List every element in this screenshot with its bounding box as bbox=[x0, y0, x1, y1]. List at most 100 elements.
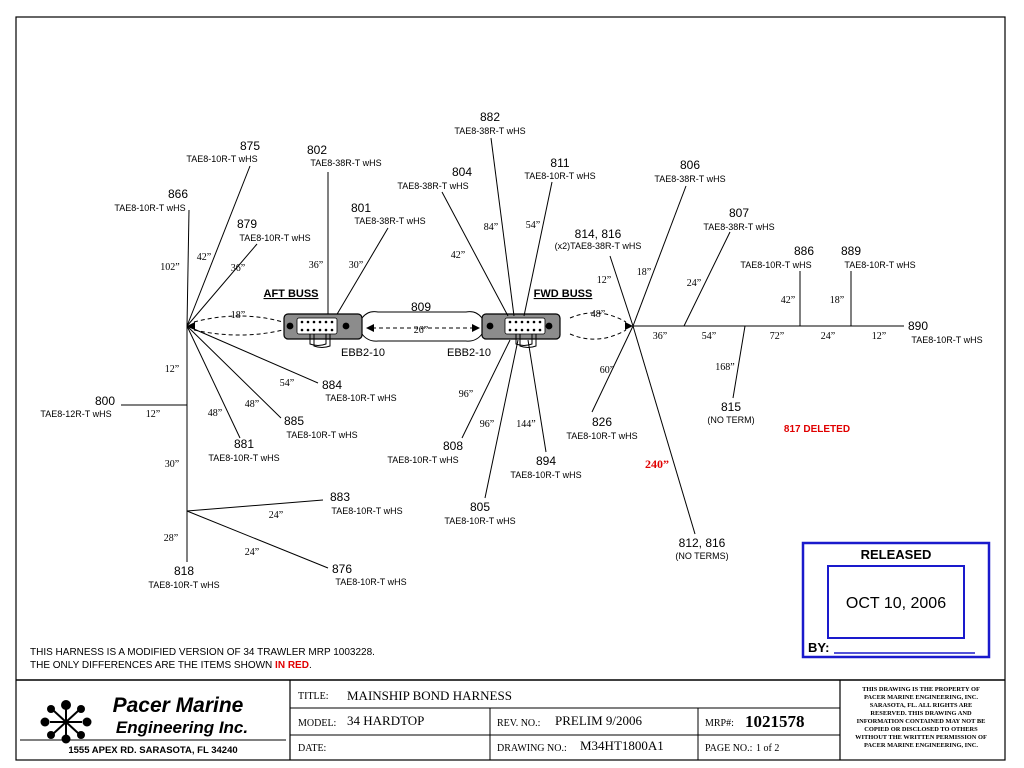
wire-866-id: 866 bbox=[168, 187, 188, 201]
drawing-border bbox=[15, 16, 1006, 761]
wire-866 bbox=[186, 209, 190, 327]
wire-881-term: TAE8-10R-T wHS bbox=[208, 453, 279, 463]
wire-884-id: 884 bbox=[322, 378, 342, 392]
title-label: TITLE: bbox=[298, 691, 329, 702]
wire-826 bbox=[591, 325, 634, 413]
wire-805 bbox=[484, 339, 519, 499]
drawing-no-value: M34HT1800A1 bbox=[580, 738, 664, 753]
main-len-72: 72” bbox=[770, 331, 784, 342]
wire-883 bbox=[186, 499, 324, 512]
link-809 bbox=[361, 311, 483, 342]
arrow-fwd-right bbox=[625, 322, 633, 330]
wire-808-term: TAE8-10R-T wHS bbox=[387, 455, 458, 465]
wire-886-id: 886 bbox=[794, 244, 814, 258]
wire-894 bbox=[527, 339, 547, 453]
wire-879-len: 36” bbox=[231, 263, 245, 274]
wire-811-id: 811 bbox=[550, 156, 569, 170]
wire-826-term: TAE8-10R-T wHS bbox=[566, 431, 637, 441]
wire-884-len: 54” bbox=[280, 378, 294, 389]
company-logo-icon bbox=[40, 700, 92, 744]
wire-812-id: 812, 816 bbox=[679, 536, 726, 550]
wire-801 bbox=[335, 227, 389, 317]
wire-894-term: TAE8-10R-T wHS bbox=[510, 470, 581, 480]
wire-802-term: TAE8-38R-T wHS bbox=[310, 158, 381, 168]
lead-aft-upper bbox=[193, 315, 284, 323]
wire-812 bbox=[632, 325, 696, 535]
aft-buss-name: EBB2-10 bbox=[341, 347, 385, 359]
rev-label: REV. NO.: bbox=[497, 718, 540, 729]
wire-875-len: 42” bbox=[197, 252, 211, 263]
wire-894-id: 894 bbox=[536, 454, 556, 468]
wire-884-term: TAE8-10R-T wHS bbox=[325, 393, 396, 403]
wire-800-term: TAE8-12R-T wHS bbox=[40, 409, 111, 419]
wire-882-term: TAE8-38R-T wHS bbox=[454, 126, 525, 136]
date-label: DATE: bbox=[298, 743, 326, 754]
wire-889-term: TAE8-10R-T wHS bbox=[844, 260, 915, 270]
lead-fwd-upper bbox=[569, 312, 627, 323]
rights-line-6: COPIED OR DISCLOSED TO OTHERS bbox=[864, 726, 978, 733]
wire-826-id: 826 bbox=[592, 415, 612, 429]
wire-881 bbox=[186, 325, 241, 439]
trunk-len-30: 30” bbox=[165, 459, 179, 470]
page-no-value: 1 of 2 bbox=[756, 743, 779, 754]
stamp-date: OCT 10, 2006 bbox=[846, 595, 946, 612]
wire-876-len: 24” bbox=[245, 547, 259, 558]
wire-801-term: TAE8-38R-T wHS bbox=[354, 216, 425, 226]
mrp-value: 1021578 bbox=[745, 712, 805, 731]
wire-811-term: TAE8-10R-T wHS bbox=[524, 171, 595, 181]
main-len-54: 54” bbox=[702, 331, 716, 342]
wire-805-term: TAE8-10R-T wHS bbox=[444, 516, 515, 526]
modified-note-red: IN RED bbox=[275, 660, 309, 671]
model-label: MODEL: bbox=[298, 718, 336, 729]
rights-line-7: WITHOUT THE WRITTEN PERMISSION OF bbox=[855, 734, 987, 741]
wire-800-len: 12” bbox=[146, 409, 160, 420]
wire-804 bbox=[441, 191, 509, 317]
wire-806-id: 806 bbox=[680, 158, 700, 172]
wire-879-id: 879 bbox=[237, 217, 257, 231]
aft-wiring bbox=[121, 165, 389, 569]
wire-818-len: 28” bbox=[164, 533, 178, 544]
wire-875-id: 875 bbox=[240, 139, 260, 153]
fwd-branch-wiring bbox=[591, 185, 904, 535]
modified-note-line-1: THIS HARNESS IS A MODIFIED VERSION OF 34… bbox=[30, 647, 375, 658]
wire-802-len: 36” bbox=[309, 260, 323, 271]
fwd-buss-name: EBB2-10 bbox=[447, 347, 491, 359]
main-len-24: 24” bbox=[821, 331, 835, 342]
drawing-no-label: DRAWING NO.: bbox=[497, 743, 567, 754]
wire-807-len: 24” bbox=[687, 278, 701, 289]
wire-889-len: 18” bbox=[830, 295, 844, 306]
wire-804-id: 804 bbox=[452, 165, 472, 179]
wire-866-term: TAE8-10R-T wHS bbox=[114, 203, 185, 213]
wire-808-id: 808 bbox=[443, 439, 463, 453]
wire-889-id: 889 bbox=[841, 244, 861, 258]
mrp-label: MRP#: bbox=[705, 718, 734, 729]
trunk-len-18: 18” bbox=[231, 310, 245, 321]
wire-814-id: 814, 816 bbox=[575, 227, 622, 241]
model-value: 34 HARDTOP bbox=[347, 713, 424, 728]
link-809-id: 809 bbox=[411, 300, 431, 314]
stamp-title: RELEASED bbox=[861, 547, 932, 562]
wire-876 bbox=[186, 510, 329, 569]
wire-883-term: TAE8-10R-T wHS bbox=[331, 506, 402, 516]
aft-buss bbox=[283, 313, 363, 348]
wire-883-len: 24” bbox=[269, 510, 283, 521]
wire-881-len: 48” bbox=[208, 408, 222, 419]
wire-814 bbox=[609, 255, 634, 327]
wire-808-len: 96” bbox=[459, 389, 473, 400]
fwd-buss-title: FWD BUSS bbox=[534, 288, 593, 300]
main-len-36: 36” bbox=[653, 331, 667, 342]
trunk-len-12: 12” bbox=[165, 364, 179, 375]
rights-line-1: THIS DRAWING IS THE PROPERTY OF bbox=[862, 686, 980, 693]
wire-881-id: 881 bbox=[234, 437, 254, 451]
wire-876-term: TAE8-10R-T wHS bbox=[335, 577, 406, 587]
title-block: Pacer Marine Engineering Inc. 1555 APEX … bbox=[20, 680, 987, 760]
rights-line-2: PACER MARINE ENGINEERING, INC. bbox=[864, 694, 978, 701]
wire-815-len: 168” bbox=[715, 362, 734, 373]
wire-811 bbox=[523, 181, 553, 317]
lead-fwd-lower bbox=[569, 329, 627, 340]
wire-811-len: 54” bbox=[526, 220, 540, 231]
wire-812-term: (NO TERMS) bbox=[675, 551, 728, 561]
wire-886-len: 42” bbox=[781, 295, 795, 306]
wire-806-len: 18” bbox=[637, 267, 651, 278]
fwd-buss bbox=[481, 313, 561, 348]
